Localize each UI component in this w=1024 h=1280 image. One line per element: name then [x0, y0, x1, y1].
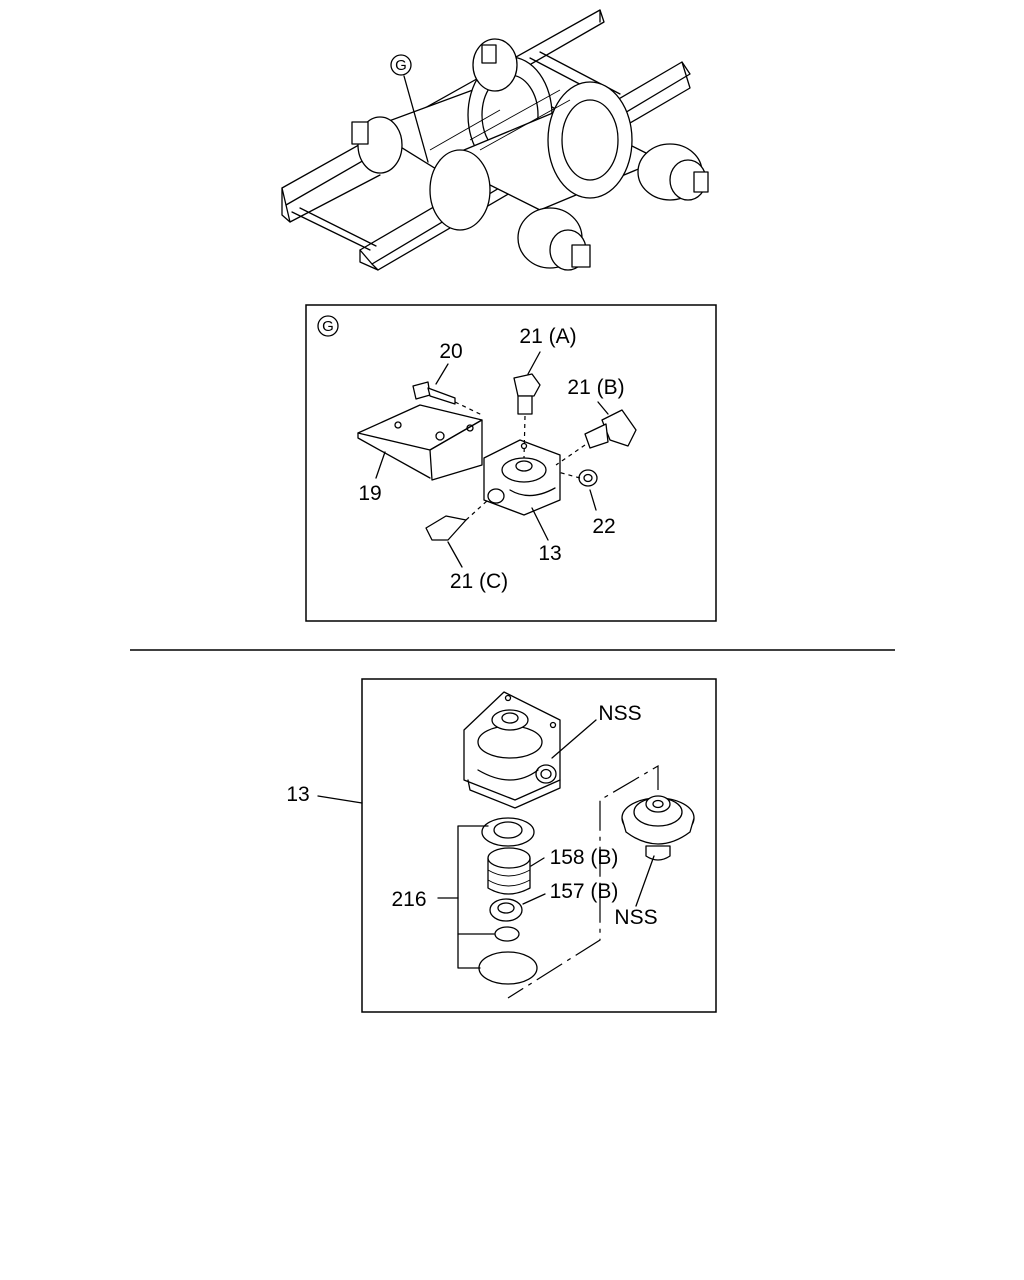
label-13-detail: 13 [538, 542, 561, 565]
leader-nss-body [551, 719, 597, 759]
label-19: 19 [358, 482, 381, 505]
label-21c: 21 (C) [450, 570, 508, 593]
cap-nss [621, 795, 695, 861]
chassis-overview-illustration [281, 9, 709, 271]
label-158b: 158 (B) [550, 846, 619, 869]
assembly-13-leader: 13 [286, 783, 363, 806]
label-22: 22 [592, 515, 615, 538]
fitting-21b [555, 409, 637, 466]
label-157b: 157 (B) [550, 880, 619, 903]
detail-g-frame [305, 304, 717, 622]
leader-nss-cap [635, 855, 655, 907]
bracket-19 [357, 404, 483, 481]
label-nss-body: NSS [598, 702, 641, 725]
spring-158b [487, 847, 531, 895]
leader-158b [530, 857, 545, 867]
exploded-view-frame [361, 678, 717, 1013]
svg-text:G: G [395, 57, 407, 74]
label-21a: 21 (A) [519, 325, 576, 348]
detail-g-leaders [375, 351, 609, 568]
valve-body-nss [463, 691, 561, 809]
fitting-21c [425, 499, 489, 541]
large-o-ring [478, 951, 538, 985]
label-13-assembly: 13 [286, 783, 309, 806]
small-o-ring [494, 926, 520, 942]
fitting-21a [513, 373, 541, 459]
kit-216-bracket [437, 825, 495, 969]
piston-cup [481, 817, 535, 847]
label-20: 20 [439, 340, 462, 363]
svg-text:G: G [322, 318, 334, 335]
leader-157b [522, 893, 546, 905]
label-21b: 21 (B) [567, 376, 624, 399]
cap-alignment-line [507, 764, 659, 999]
label-nss-cap: NSS [614, 906, 657, 929]
bolt-20 [412, 381, 483, 416]
seat-157b [489, 898, 523, 922]
relay-valve-13 [483, 439, 561, 516]
label-216: 216 [391, 888, 426, 911]
detail-g-callout: G [317, 315, 339, 337]
nut-22 [557, 469, 598, 487]
overview-callout-g: G [390, 54, 429, 163]
